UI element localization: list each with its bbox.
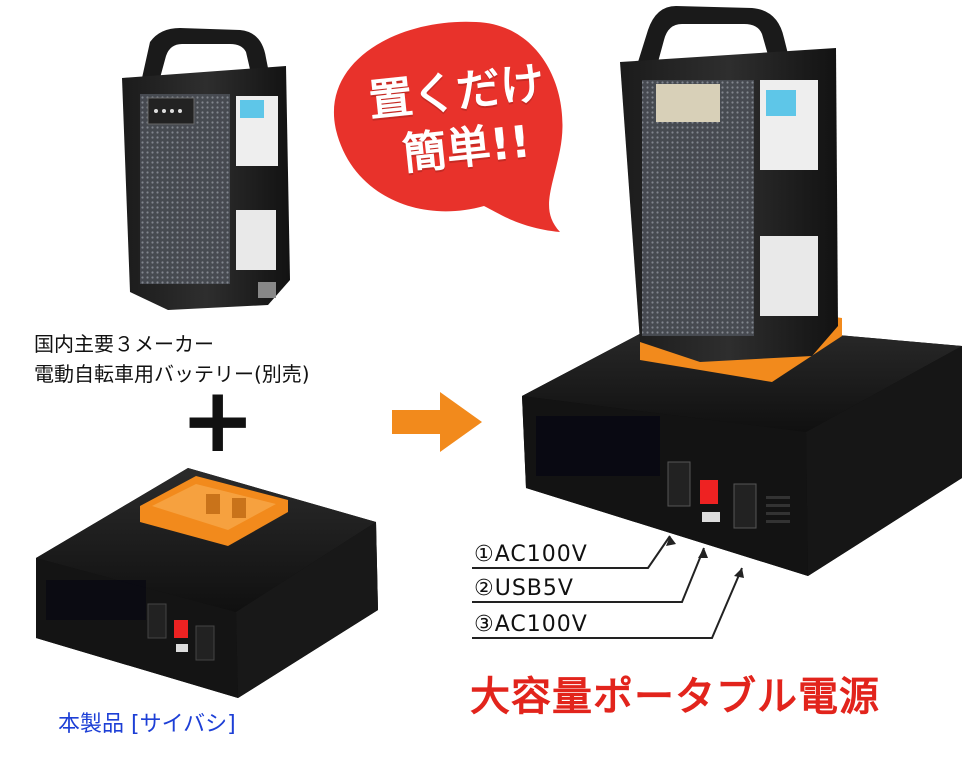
power-station-icon [522, 300, 962, 576]
right-arrow-icon [392, 392, 482, 452]
port-label-ac2: ③AC100V [474, 612, 588, 637]
plus-symbol: + [180, 368, 256, 473]
headline: 大容量ポータブル電源 [470, 674, 880, 720]
battery-caption-line2: 電動自転車用バッテリー(別売) [34, 362, 310, 386]
battery-icon [122, 28, 290, 310]
port-pointer-lines [472, 535, 743, 639]
port-pointer-arrowheads [666, 536, 744, 578]
speech-bubble [333, 21, 563, 232]
port-label-usb: ②USB5V [474, 576, 574, 601]
port-label-ac1: ①AC100V [474, 542, 588, 567]
bubble-line2: 簡単!! [400, 116, 533, 181]
battery-caption-line1: 国内主要３メーカー [34, 332, 214, 356]
product-label: 本製品 [サイバシ] [58, 712, 236, 737]
battery-icon [620, 6, 838, 362]
power-station-icon [36, 468, 378, 698]
